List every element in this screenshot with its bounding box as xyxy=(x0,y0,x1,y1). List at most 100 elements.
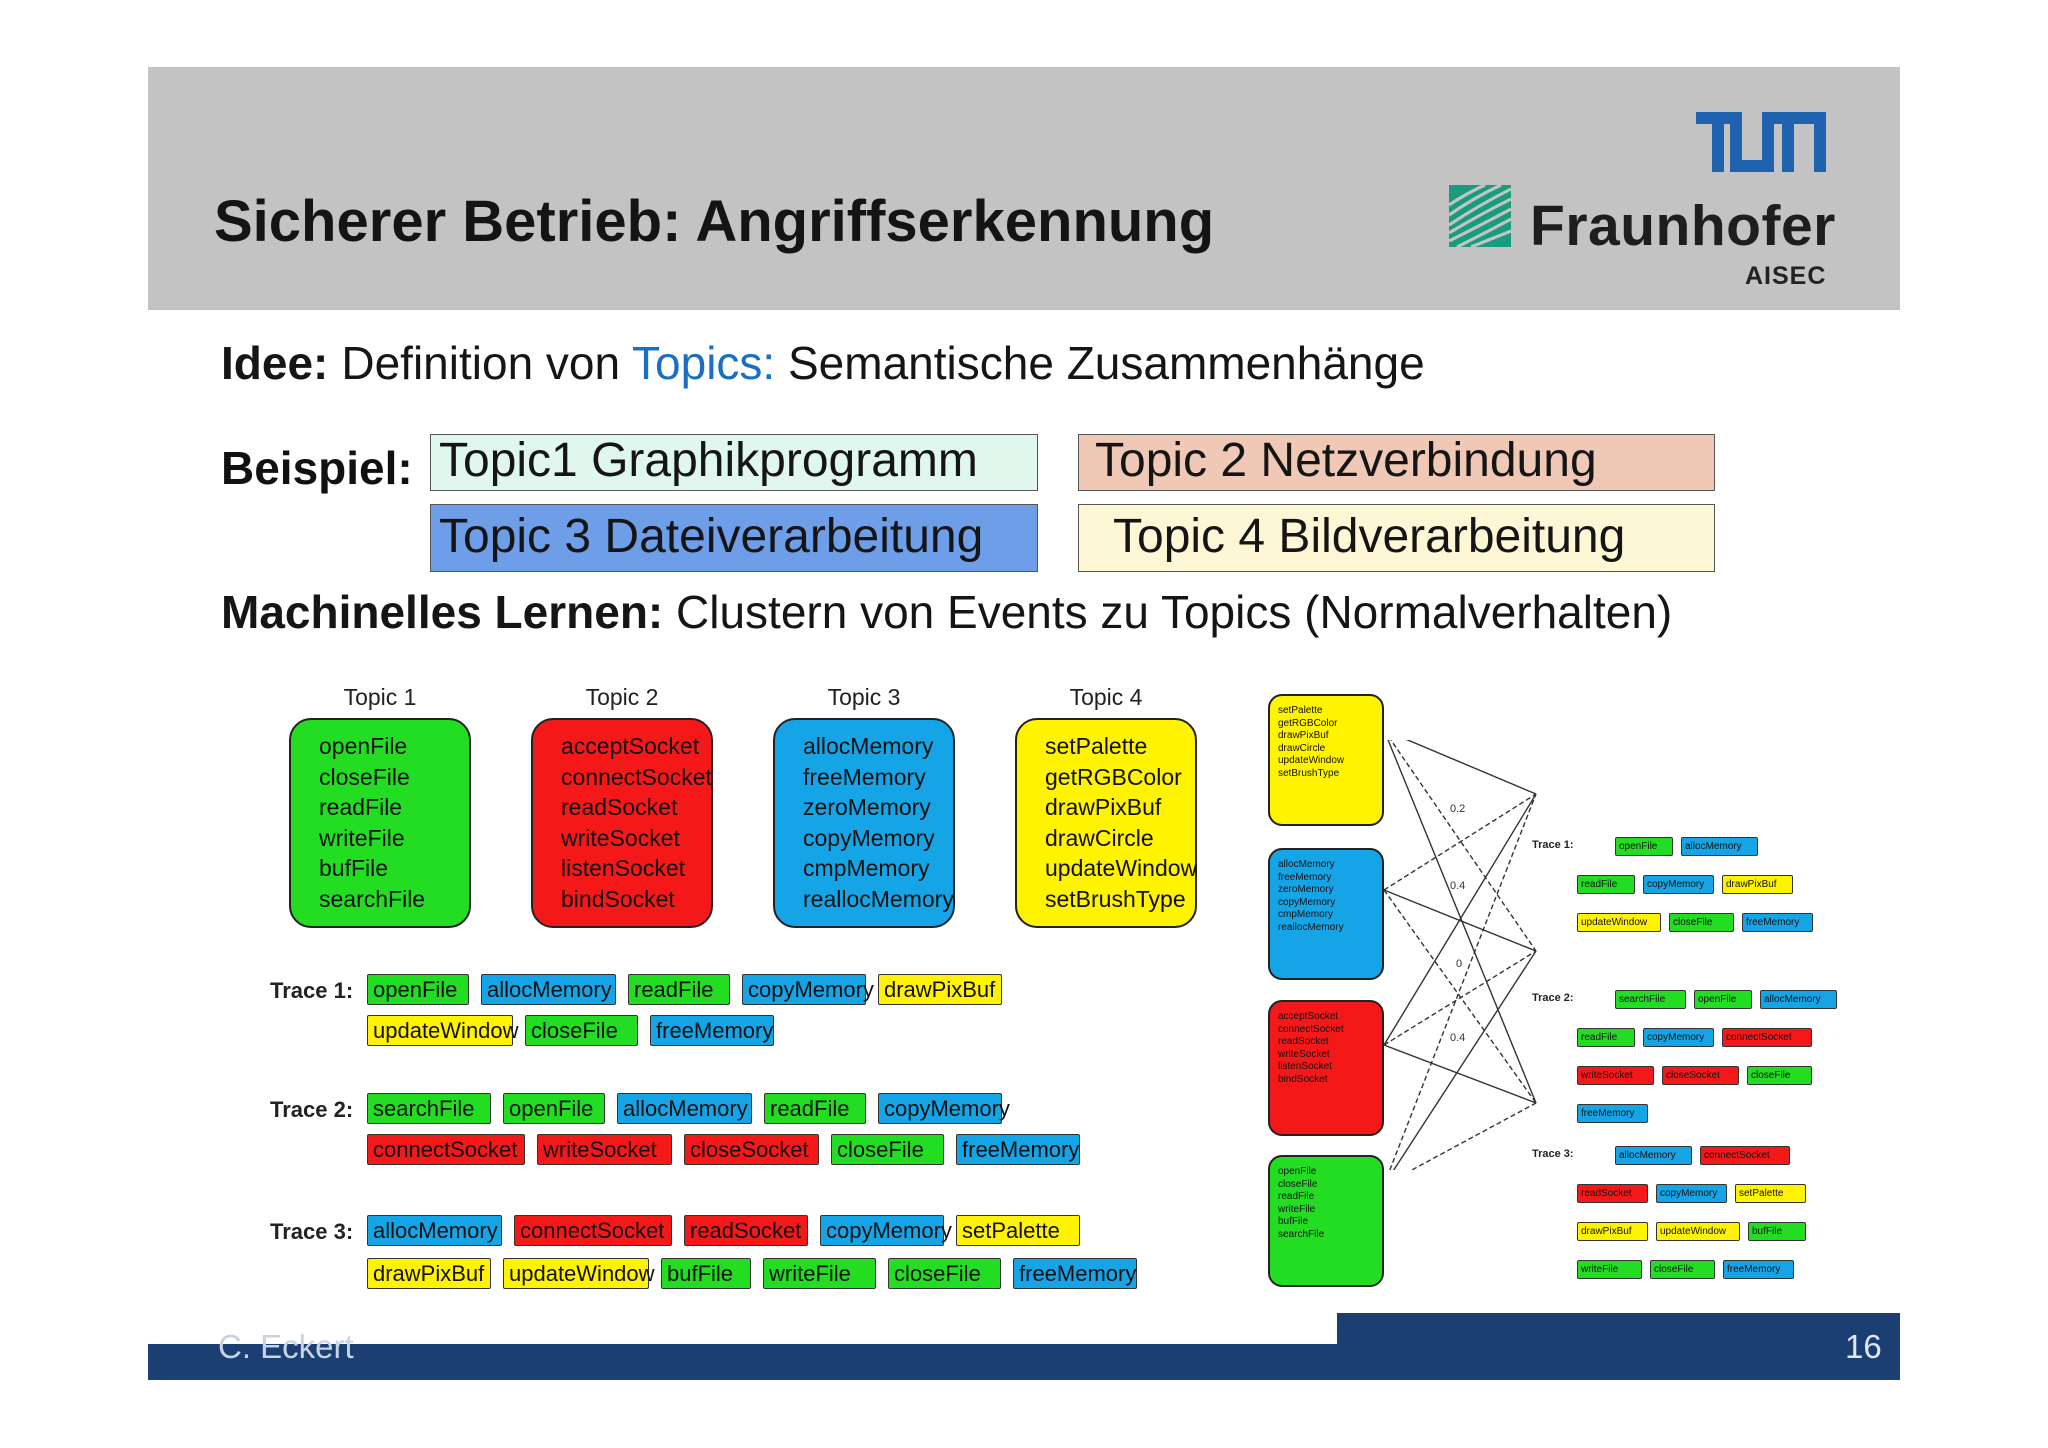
edge-weight-label: 0.4 xyxy=(1450,1032,1466,1044)
topic-event: freeMemory xyxy=(803,763,926,790)
topic-trace-edge xyxy=(1383,793,1537,891)
topic-event: writeSocket xyxy=(561,824,680,851)
mini-topic-event: setBrushType xyxy=(1278,767,1340,779)
mini-topic-event: writeFile xyxy=(1278,1203,1316,1215)
mini-trace-chip: freeMemory xyxy=(1577,1104,1648,1123)
trace-event-chip: freeMemory xyxy=(1013,1258,1137,1289)
mini-topic-event: reallocMemory xyxy=(1278,921,1344,933)
trace-event-chip: readFile xyxy=(764,1093,866,1124)
trace-event-chip: drawPixBuf xyxy=(878,974,1002,1005)
topic-box-2: Topic 2 Netzverbindung xyxy=(1078,434,1715,491)
mini-topic-event: bufFile xyxy=(1278,1216,1309,1228)
fraunhofer-logo-text: Fraunhofer xyxy=(1530,194,1836,258)
trace-label: Trace 3: xyxy=(270,1219,354,1244)
tum-logo xyxy=(1696,112,1826,172)
topic-group-title: Topic 3 xyxy=(827,684,901,710)
mini-topic-event: allocMemory xyxy=(1278,859,1335,870)
mini-topic-event: drawPixBuf xyxy=(1278,730,1329,742)
fraunhofer-logo-mark xyxy=(1449,185,1511,247)
topic-group-title: Topic 1 xyxy=(343,684,417,710)
trace-event-chip: allocMemory xyxy=(617,1093,752,1124)
topic-event: copyMemory xyxy=(803,824,935,851)
mini-topic-event: setPalette xyxy=(1278,705,1323,716)
mini-trace-chip: copyMemory xyxy=(1643,1028,1714,1047)
topic-trace-edge xyxy=(1383,793,1537,1046)
mini-trace-chip: allocMemory xyxy=(1760,990,1837,1009)
topic-box-3: Topic 3 Dateiverarbeitung xyxy=(430,504,1038,572)
idee-line: Idee:Definition von Topics: Semantische … xyxy=(221,336,1425,390)
mini-topic-event: cmpMemory xyxy=(1278,909,1334,921)
edge-weight-label: 0.4 xyxy=(1450,880,1466,892)
mini-trace-chip: bufFile xyxy=(1748,1222,1806,1241)
mini-trace-chip: updateWindow xyxy=(1656,1222,1740,1241)
topic-trace-edge xyxy=(1392,950,1537,1170)
mini-trace-chip: updateWindow xyxy=(1577,913,1661,932)
mini-topic-event: readFile xyxy=(1278,1191,1315,1203)
mini-trace-chip: closeSocket xyxy=(1662,1066,1739,1085)
mini-topic-event: readSocket xyxy=(1278,1036,1329,1048)
topic-event: drawPixBuf xyxy=(1045,794,1162,820)
mini-trace-chip: drawPixBuf xyxy=(1722,875,1793,894)
mini-trace-chip: readSocket xyxy=(1577,1184,1648,1203)
trace-event-chip: copyMemory xyxy=(878,1093,1010,1124)
mini-trace-chip: allocMemory xyxy=(1681,837,1758,856)
trace-event-chip: copyMemory xyxy=(742,974,874,1005)
mini-topic-event: openFile xyxy=(1278,1166,1317,1177)
mini-topic-event: copyMemory xyxy=(1278,896,1336,908)
trace-label: Trace 1: xyxy=(270,978,354,1003)
mini-trace-chip: copyMemory xyxy=(1643,875,1714,894)
topic-box-4: Topic 4 Bildverarbeitung xyxy=(1078,504,1715,572)
trace-label: Trace 2: xyxy=(270,1097,354,1122)
ml-text: Clustern von Events zu Topics (Normalver… xyxy=(663,586,1673,638)
topic-trace-edge xyxy=(1389,793,1537,1170)
trace-event-chip: bufFile xyxy=(661,1258,751,1289)
trace-event-chip: freeMemory xyxy=(956,1134,1080,1165)
trace-event-chip: writeFile xyxy=(763,1258,876,1289)
topic-trace-edge xyxy=(1387,740,1537,1104)
mini-topic-event: getRGBColor xyxy=(1278,717,1338,729)
edge-weight-label: 0.2 xyxy=(1450,803,1466,815)
trace-event-chip: openFile xyxy=(503,1093,605,1124)
mini-topic-event: freeMemory xyxy=(1278,871,1332,883)
mini-trace-chip: searchFile xyxy=(1615,990,1686,1009)
topic-trace-edge xyxy=(1405,740,1537,795)
trace-event-chip: connectSocket xyxy=(367,1134,525,1165)
topic-event: acceptSocket xyxy=(561,733,700,759)
trace-event-chip: freeMemory xyxy=(650,1015,774,1046)
topic-box-1: Topic1 Graphikprogramm xyxy=(430,434,1038,491)
topic-event: writeFile xyxy=(319,824,405,851)
topic-event: listenSocket xyxy=(561,855,686,881)
mini-trace-chip: writeSocket xyxy=(1577,1066,1654,1085)
trace-event-chip: closeFile xyxy=(888,1258,1001,1289)
topic-group-title: Topic 4 xyxy=(1069,684,1143,710)
mini-topic-event: acceptSocket xyxy=(1278,1011,1339,1022)
mini-trace-chip: freeMemory xyxy=(1742,913,1813,932)
trace-event-chip: closeFile xyxy=(525,1015,638,1046)
mini-trace-label: Trace 2: xyxy=(1532,992,1574,1004)
idee-topics: Topics: xyxy=(632,337,776,389)
topic-trace-edge xyxy=(1410,1102,1537,1170)
topic-event: getRGBColor xyxy=(1045,763,1182,790)
topic-trace-edge xyxy=(1383,950,1537,1046)
header-bar xyxy=(148,67,1900,310)
topic-event: updateWindow xyxy=(1045,855,1198,881)
mini-trace-chip: drawPixBuf xyxy=(1577,1222,1648,1241)
ml-label: Machinelles Lernen: xyxy=(221,586,664,638)
topic-event: drawCircle xyxy=(1045,824,1154,851)
trace-event-chip: allocMemory xyxy=(481,974,616,1005)
fraunhofer-aisec-text: AISEC xyxy=(1745,262,1827,290)
beispiel-label: Beispiel: xyxy=(221,442,413,494)
idee-text-1: Definition von xyxy=(341,337,633,389)
topic-event: openFile xyxy=(319,733,408,759)
footer-author: C. Eckert xyxy=(218,1328,354,1365)
mini-topic-event: writeSocket xyxy=(1278,1048,1330,1060)
trace-event-chip: closeFile xyxy=(831,1134,944,1165)
topic-event: allocMemory xyxy=(803,733,934,759)
topic-event: reallocMemory xyxy=(803,885,954,912)
mini-trace-chip: connectSocket xyxy=(1722,1028,1812,1047)
